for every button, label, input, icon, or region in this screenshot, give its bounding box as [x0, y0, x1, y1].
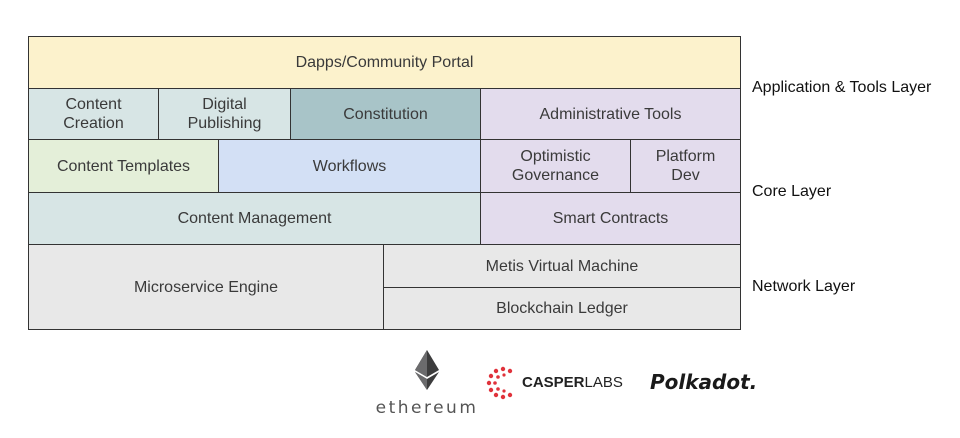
- polkadot-wordmark: Polkadot.: [650, 370, 758, 394]
- core-layer-label: Core Layer: [752, 183, 832, 200]
- platform-dev: Platform Dev: [630, 139, 741, 193]
- administrative-tools: Administrative Tools: [480, 88, 741, 140]
- content-templates: Content Templates: [28, 139, 219, 193]
- dapps-community-portal: Dapps/Community Portal: [28, 36, 741, 89]
- casperlabs-wordmark-bold: CASPER: [522, 374, 585, 391]
- casperlabs-dots-icon: [486, 366, 513, 400]
- constitution: Constitution: [290, 88, 481, 140]
- microservice-engine: Microservice Engine: [28, 244, 384, 330]
- content-management: Content Management: [28, 192, 481, 245]
- metis-virtual-machine: Metis Virtual Machine: [383, 244, 741, 288]
- casperlabs-logo: CASPERLABS: [486, 366, 631, 400]
- network-layer-label: Network Layer: [752, 278, 856, 295]
- workflows: Workflows: [218, 139, 481, 193]
- optimistic-governance: Optimistic Governance: [480, 139, 631, 193]
- blockchain-ledger: Blockchain Ledger: [383, 287, 741, 330]
- ethereum-diamond-icon: [415, 350, 439, 390]
- smart-contracts: Smart Contracts: [480, 192, 741, 245]
- casperlabs-wordmark-light: LABS: [584, 374, 623, 391]
- polkadot-logo: Polkadot.: [650, 370, 758, 398]
- ethereum-wordmark: ethereum: [375, 398, 479, 418]
- application-tools-layer-label: Application & Tools Layer: [752, 79, 932, 96]
- content-creation: Content Creation: [28, 88, 159, 140]
- digital-publishing: Digital Publishing: [158, 88, 291, 140]
- ethereum-logo: ethereum: [372, 350, 482, 420]
